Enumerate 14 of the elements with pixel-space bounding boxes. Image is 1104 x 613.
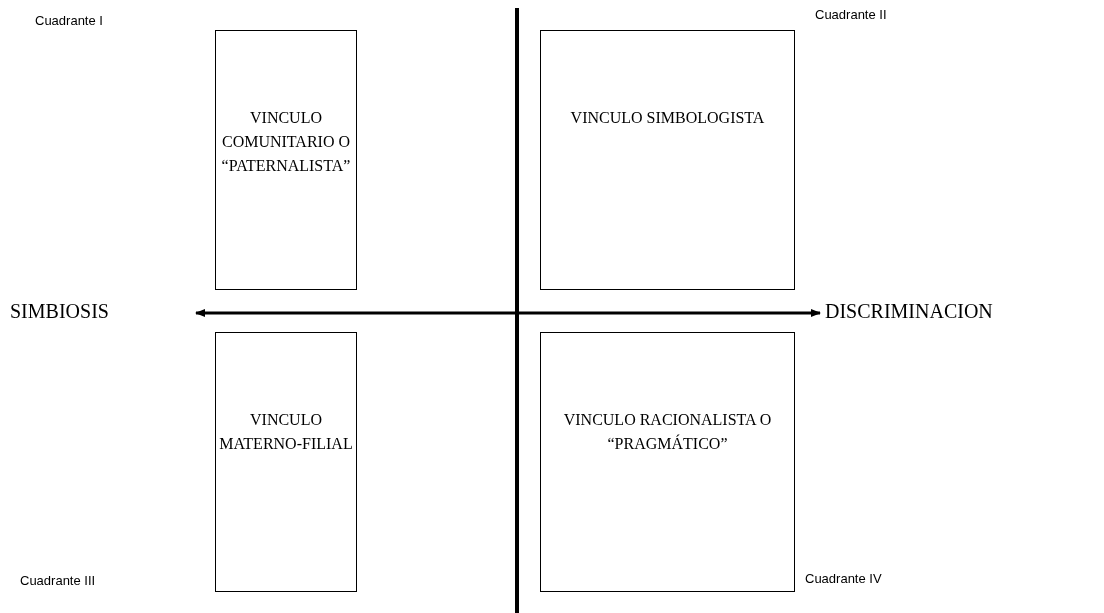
quadrant-title: VINCULO COMUNITARIO O “PATERNALISTA” [220,108,352,176]
quadrant-label: Cuadrante IV [805,571,882,586]
axis-label: DISCRIMINACION [825,300,993,323]
quadrant-title: VINCULO RACIONALISTA O “PRAGMÁTICO” [562,410,773,454]
quadrant-title: VINCULO MATERNO-FILIAL [218,410,354,454]
axis-label: SIMBIOSIS [10,300,109,323]
quadrant-label: Cuadrante II [815,7,887,22]
quadrant-label: Cuadrante III [20,573,96,588]
quadrant-box [215,30,357,290]
quadrant-label: Cuadrante I [35,13,103,28]
quadrant-box [215,332,357,592]
quadrant-box [540,332,795,592]
quadrant-box [540,30,795,290]
quadrant-title: VINCULO SIMBOLOGISTA [569,108,766,128]
